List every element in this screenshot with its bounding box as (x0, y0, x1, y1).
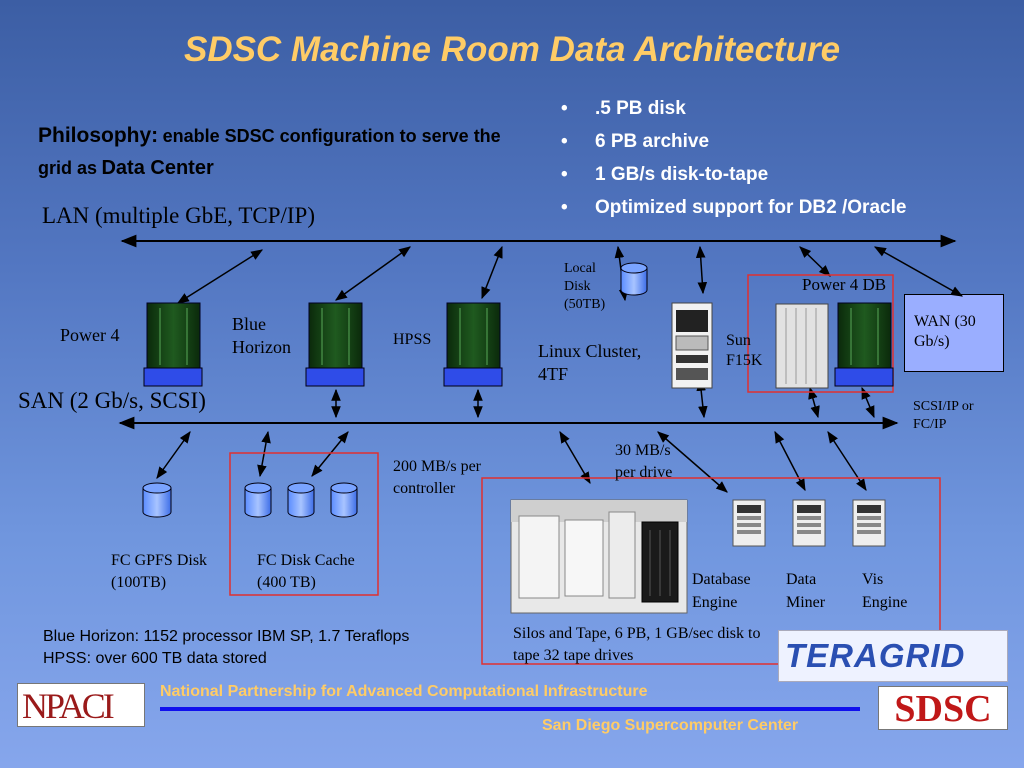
fc-gpfs-label: FC GPFS Disk (100TB) (111, 552, 208, 591)
power4-db-box (747, 274, 894, 393)
linux-cluster-server-icon (671, 302, 713, 389)
philosophy-statement: Philosophy: enable SDSC configuration to… (38, 120, 528, 185)
lan-links (176, 245, 964, 304)
local-disk-label: Local Disk (50TB) (564, 261, 606, 312)
power4-db-label: Power 4 DB (802, 275, 887, 294)
teragrid-logo-text: TERAGRID (785, 637, 966, 674)
power4-rack-icon (143, 302, 203, 387)
vis-engine-server-icon (852, 499, 886, 547)
sdsc-logo-text: SDSC (894, 688, 992, 730)
feature-item: 6 PB archive (558, 125, 906, 158)
silos-tape-room-icon (510, 499, 688, 614)
fc-cache-label: FC Disk Cache (400 TB) (257, 552, 355, 591)
sun-f15k-icon (775, 303, 829, 389)
archive-box (481, 477, 941, 665)
page-title: SDSC Machine Room Data Architecture (183, 30, 841, 69)
philosophy-text: enable SDSC configuration to serve the g… (38, 126, 501, 178)
hpss-rack-icon (443, 302, 503, 387)
power4-label: Power 4 (60, 325, 120, 345)
drive-rate-label: 30 MB/s per drive (615, 442, 673, 481)
fc-cache-box (229, 452, 379, 596)
wan-label: WAN (30 Gb/s) (914, 313, 976, 350)
feature-item: .5 PB disk (558, 92, 906, 125)
feature-item: Optimized support for DB2 /Oracle (558, 191, 906, 224)
local-disk-icon (620, 262, 648, 296)
footer-sdsc: San Diego Supercomputer Center (542, 717, 799, 734)
teragrid-logo: TERAGRID (778, 630, 1008, 682)
vis-engine-label: Vis Engine (862, 571, 908, 611)
controller-rate-label: 200 MB/s per controller (393, 458, 481, 497)
blue-horizon-rack-icon (305, 302, 365, 387)
hpss-label: HPSS (393, 331, 432, 348)
power4-db-rack-icon (834, 302, 894, 387)
feature-list: .5 PB disk 6 PB archive 1 GB/s disk-to-t… (558, 92, 906, 224)
sdsc-logo: SDSC (878, 686, 1008, 730)
data-miner-label: Data Miner (786, 571, 826, 611)
scsi-ip-label: SCSI/IP or FC/IP (913, 399, 974, 432)
san-lower-links (156, 430, 867, 493)
npaci-logo-text: NPACI (22, 686, 115, 726)
blue-horizon-label: Blue Horizon (232, 314, 291, 357)
san-label: SAN (2 Gb/s, SCSI) (18, 388, 206, 413)
feature-item: 1 GB/s disk-to-tape (558, 158, 906, 191)
database-engine-server-icon (732, 499, 766, 547)
wan-box (904, 294, 1004, 372)
footer-npaci: National Partnership for Advanced Comput… (160, 683, 648, 700)
fc-disk-cache-icon (244, 482, 358, 518)
philosophy-label: Philosophy: (38, 124, 159, 147)
lan-label: LAN (multiple GbE, TCP/IP) (42, 203, 316, 228)
fc-gpfs-disk-icon (142, 482, 172, 518)
philosophy-highlight: Data Center (101, 157, 214, 179)
blue-horizon-note: Blue Horizon: 1152 processor IBM SP, 1.7… (43, 628, 410, 667)
database-engine-label: Database Engine (692, 571, 751, 611)
silos-label: Silos and Tape, 6 PB, 1 GB/sec disk to t… (513, 625, 761, 664)
data-miner-server-icon (792, 499, 826, 547)
npaci-logo: NPACI (17, 683, 145, 727)
footer-divider (160, 707, 860, 711)
sun-label: Sun F15K (726, 332, 763, 369)
linux-cluster-label: Linux Cluster, 4TF (538, 341, 642, 384)
